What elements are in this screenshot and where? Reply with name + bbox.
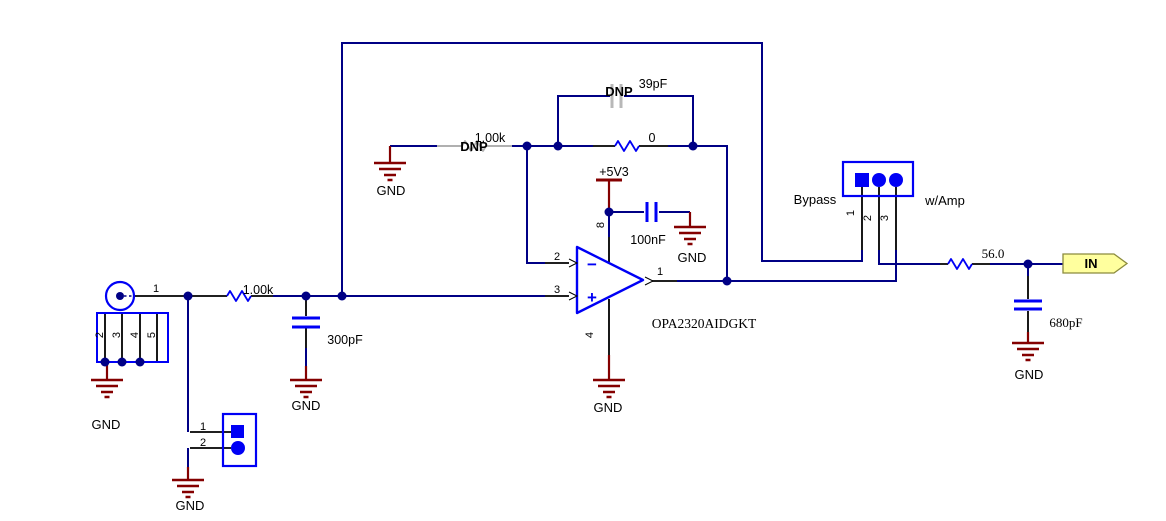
input-shunt-jumper[interactable]: 1 2 GND xyxy=(176,412,258,513)
jumper-body[interactable] xyxy=(841,160,915,198)
opamp-plus: + xyxy=(587,288,597,307)
port-label: IN xyxy=(1085,256,1098,271)
with-amp-label: w/Amp xyxy=(924,193,965,208)
resistor-value: 56.0 xyxy=(982,246,1005,261)
jumper-pad-3 xyxy=(889,173,903,187)
opamp-triangle[interactable] xyxy=(575,245,645,315)
jumper-pad-2 xyxy=(231,441,245,455)
opamp-pin-inv: 2 xyxy=(554,251,560,263)
resistor-dnp-1k[interactable]: 1.00k DNP GND xyxy=(377,131,512,198)
pin-arrow xyxy=(568,291,579,301)
capacitor-300pf[interactable]: 300pF GND xyxy=(292,316,364,413)
jumper-body[interactable] xyxy=(221,412,258,468)
jumper-pad-1 xyxy=(231,425,244,438)
gnd-label: GND xyxy=(678,250,707,265)
resistor-0ohm[interactable]: 0 xyxy=(614,131,656,152)
wire-bypass-loop xyxy=(341,42,863,296)
gnd-label: GND xyxy=(1015,367,1044,382)
pin-arrow xyxy=(644,276,655,286)
coax-body[interactable] xyxy=(104,280,136,312)
wire-jumper-pin3-to-opamp xyxy=(677,250,897,282)
shield-pin-label: 2 xyxy=(94,332,106,338)
opamp-minus: − xyxy=(587,255,597,274)
jumper-pin-label: 2 xyxy=(862,215,874,221)
mode-select-jumper[interactable]: 1 2 3 Bypass w/Amp xyxy=(794,160,965,221)
gnd-label: GND xyxy=(377,183,406,198)
gnd-label: GND xyxy=(594,400,623,415)
coax-pin1-label: 1 xyxy=(153,283,159,295)
dnp-marker: DNP xyxy=(605,84,633,99)
wire-inverting-input xyxy=(526,146,545,264)
shield-pin-label: 5 xyxy=(146,332,158,338)
junction-dot xyxy=(117,357,127,367)
resistor-value: 1.00k xyxy=(243,283,274,297)
resistor-input-1k[interactable]: 1.00k xyxy=(226,283,274,302)
gnd-label: GND xyxy=(92,417,121,432)
jumper-pad-1 xyxy=(855,173,869,187)
cap-plates xyxy=(292,316,320,329)
jumper-pin-label: 1 xyxy=(200,421,206,433)
power-rail-5v3: +5V3 xyxy=(596,165,629,182)
opamp-pin-out: 1 xyxy=(657,266,663,278)
capacitor-680pf[interactable]: 680pF GND xyxy=(1014,299,1083,382)
bypass-label: Bypass xyxy=(794,192,837,207)
resistor-value: 0 xyxy=(649,131,656,145)
shield-pin-label: 3 xyxy=(111,332,123,338)
dnp-marker: DNP xyxy=(460,139,488,154)
wire-feedback-left xyxy=(557,95,610,146)
opamp-pin-noninv: 3 xyxy=(554,284,560,296)
gnd-label: GND xyxy=(176,498,205,513)
jumper-pad-2 xyxy=(872,173,886,187)
junction-dots xyxy=(183,141,1033,301)
cap-plates-gray xyxy=(610,84,623,108)
resistor-zigzag xyxy=(226,290,252,302)
gnd-label: GND xyxy=(292,398,321,413)
opamp-pin-vee: 4 xyxy=(584,332,596,338)
coax-center-pin xyxy=(116,292,124,300)
power-net-label: +5V3 xyxy=(599,165,629,179)
junction-dot xyxy=(100,357,110,367)
coax-connector[interactable]: 1 2 3 4 5 GND xyxy=(92,280,169,432)
cap-value: 39pF xyxy=(639,77,668,91)
cap-plates xyxy=(1014,299,1042,311)
capacitor-dnp-39pf[interactable]: 39pF DNP xyxy=(605,77,668,108)
opamp-part-number: OPA2320AIDGKT xyxy=(652,316,757,331)
cap-value: 300pF xyxy=(327,333,363,347)
wire-jumper-pin2 xyxy=(878,250,940,265)
jumper-pin-label: 2 xyxy=(200,437,206,449)
opamp-symbol[interactable]: − + 2 3 1 8 4 OPA2320AIDGKT GND xyxy=(554,222,757,415)
resistor-zigzag-gray xyxy=(461,140,487,152)
jumper-pin-label: 1 xyxy=(845,210,857,216)
resistor-zigzag xyxy=(947,258,973,270)
resistor-56ohm[interactable]: 56.0 xyxy=(947,246,1005,270)
jumper-pin-label: 3 xyxy=(879,215,891,221)
resistor-value: 1.00k xyxy=(475,131,506,145)
junction-dot xyxy=(135,357,145,367)
capacitor-100nf[interactable]: 100nF GND xyxy=(630,202,706,265)
pin-arrow xyxy=(568,258,579,268)
shield-pin-label: 4 xyxy=(129,332,141,338)
cap-value: 680pF xyxy=(1049,315,1082,330)
port-in[interactable]: IN xyxy=(1062,253,1129,274)
cap-plates xyxy=(645,202,658,222)
port-flag[interactable] xyxy=(1062,253,1129,274)
resistor-zigzag xyxy=(614,140,640,152)
opamp-pin-vcc: 8 xyxy=(595,222,607,228)
shield-body[interactable] xyxy=(96,312,169,363)
cap-value: 100nF xyxy=(630,233,666,247)
